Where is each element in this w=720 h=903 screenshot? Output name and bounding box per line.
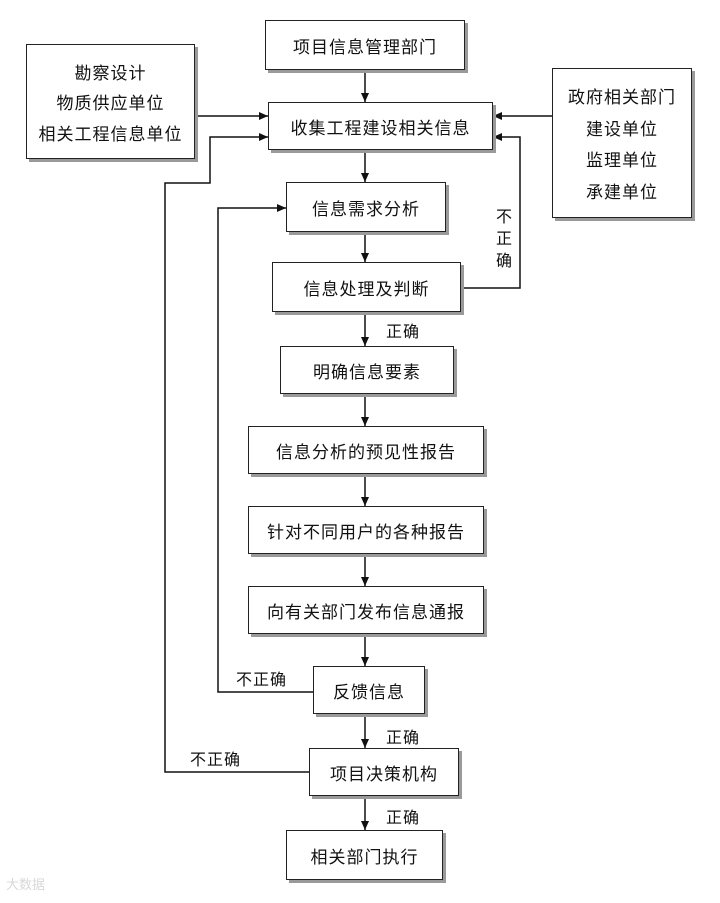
box-decision-body: 项目决策机构: [309, 748, 459, 796]
left-source-survey: 勘察设计: [74, 63, 147, 84]
loop-feedback-to-demand: [217, 204, 313, 693]
label-incorrect-1: 不 正 确: [495, 207, 512, 270]
label-correct-3: 正确: [386, 808, 421, 827]
box-clarify-elements: 明确信息要素: [280, 346, 454, 394]
box-collect-info: 收集工程建设相关信息: [268, 102, 493, 150]
watermark-logo: 大数据: [6, 878, 46, 893]
box-demand-analysis: 信息需求分析: [286, 182, 446, 232]
right-source-contractor: 承建单位: [586, 182, 658, 203]
box-user-reports: 针对不同用户的各种报告: [248, 506, 484, 554]
label-incorrect-3: 不正确: [190, 750, 242, 769]
box-process-judge: 信息处理及判断: [272, 262, 461, 312]
right-source-government: 政府相关部门: [568, 88, 676, 109]
box-execute: 相关部门执行: [286, 830, 443, 880]
label-correct-1: 正确: [386, 322, 421, 341]
left-sources-box: 勘察设计 物质供应单位 相关工程信息单位: [26, 44, 195, 159]
box-info-management: 项目信息管理部门: [265, 20, 465, 70]
right-source-supervisor: 监理单位: [586, 151, 658, 172]
label-correct-2: 正确: [386, 728, 421, 747]
box-feedback-info: 反馈信息: [313, 666, 425, 714]
loop-process-to-collect: [461, 133, 521, 289]
box-publish-notice: 向有关部门发布信息通报: [248, 586, 484, 634]
label-incorrect-2: 不正确: [236, 670, 288, 689]
loop-decision-to-collect: [164, 133, 309, 773]
right-sources-box: 政府相关部门 建设单位 监理单位 承建单位: [552, 68, 692, 218]
box-forecast-report: 信息分析的预见性报告: [248, 426, 484, 474]
right-source-owner: 建设单位: [586, 119, 658, 140]
left-source-related: 相关工程信息单位: [38, 124, 183, 145]
left-source-supply: 物质供应单位: [56, 94, 165, 114]
